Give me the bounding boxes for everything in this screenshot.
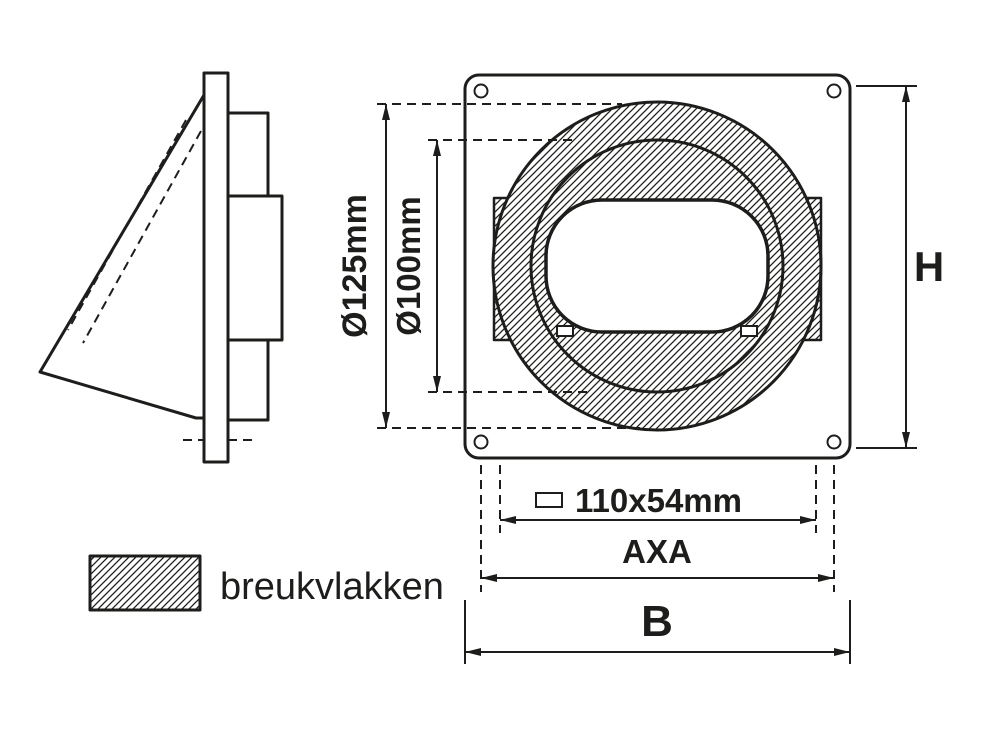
breakout-notch-right (740, 325, 758, 337)
breakout-notch-left (556, 325, 574, 337)
side-view-mounting-plate (202, 71, 230, 464)
dimension-hole-spacing: AXA (480, 465, 835, 592)
dimension-label-opening: 110x54mm (575, 482, 742, 519)
rectangle-symbol-icon (535, 492, 563, 508)
dimension-height: H (856, 85, 944, 449)
front-view (463, 73, 852, 460)
dimension-label-hole-spacing: AXA (622, 533, 692, 570)
side-view-duct-stub-middle (224, 194, 284, 342)
dimension-label-width: B (641, 597, 673, 646)
rect-opening (544, 198, 770, 334)
side-view-hidden-edge (82, 130, 202, 344)
corner-hole-top-left (473, 83, 489, 99)
side-view-duct-stub-bottom (224, 338, 270, 422)
dimension-width: B (464, 597, 851, 664)
legend: breukvlakken (88, 554, 444, 612)
dimension-outer-diameter: Ø125mm (336, 103, 640, 429)
side-view-hood (38, 93, 206, 420)
side-view-duct-stub-top (224, 111, 270, 198)
side-view-hidden-edge (67, 119, 187, 331)
dimension-label-inner-diameter: Ø100mm (390, 196, 427, 335)
legend-label: breukvlakken (220, 566, 444, 608)
corner-hole-top-right (826, 83, 842, 99)
dimension-inner-diameter: Ø100mm (390, 139, 592, 393)
corner-hole-bottom-right (826, 434, 842, 450)
side-view (38, 71, 284, 464)
dimension-label-outer-diameter: Ø125mm (336, 194, 374, 338)
dimension-opening-size: 110x54mm (499, 465, 817, 533)
corner-hole-bottom-left (473, 434, 489, 450)
legend-hatch-swatch (88, 554, 202, 612)
dimension-label-height: H (914, 243, 944, 290)
